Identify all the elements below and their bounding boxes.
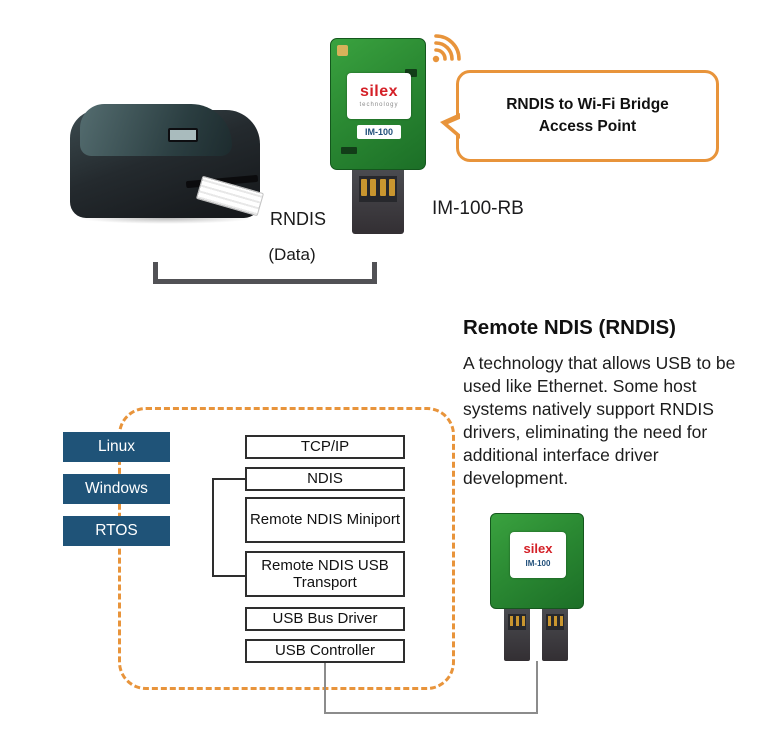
wifi-signal-icon: [428, 24, 472, 68]
usb-connector-left: [504, 609, 530, 661]
connection-label-data: (Data): [268, 245, 316, 264]
layer-box-usb-controller: USB Controller: [245, 639, 405, 663]
usb-pin: [521, 616, 525, 626]
cable-segment-horizontal: [324, 712, 538, 714]
usb-pin: [553, 616, 557, 626]
ndis-usb-transport-bracket: [212, 478, 245, 577]
label-printer-illustration: [70, 102, 265, 224]
cable-segment-vertical-right: [536, 661, 538, 714]
usb-wifi-adapter-dual-illustration: silex IM-100: [490, 513, 584, 663]
layer-box-tcp-ip: TCP/IP: [245, 435, 405, 459]
module-caption: IM-100-RB: [432, 198, 524, 219]
connection-bracket: [153, 262, 377, 284]
layer-box-remote-ndis-miniport: Remote NDIS Miniport: [245, 497, 405, 543]
silex-logo-sticker: silex technology: [347, 73, 411, 119]
silex-brand-text: silex: [359, 83, 399, 100]
layer-box-ndis: NDIS: [245, 467, 405, 491]
usb-pin: [379, 179, 386, 196]
layer-box-remote-ndis-usb-transport: Remote NDIS USB Transport: [245, 551, 405, 597]
info-body-text: A technology that allows USB to be used …: [463, 353, 736, 488]
usb-contacts: [508, 614, 526, 630]
bubble-text-line1: RNDIS to Wi-Fi Bridge: [506, 96, 669, 114]
usb-pin: [547, 616, 551, 626]
chip: [405, 69, 417, 77]
antenna-pad: [337, 45, 348, 56]
silex-logo-sticker: silex IM-100: [510, 532, 566, 578]
os-box-rtos: RTOS: [63, 516, 170, 546]
silex-brand-text: silex: [523, 541, 553, 556]
usb-pin: [389, 179, 396, 196]
module-model-text: IM-100: [525, 559, 551, 568]
chip: [341, 147, 357, 154]
layer-box-usb-bus-driver: USB Bus Driver: [245, 607, 405, 631]
usb-pin: [509, 616, 513, 626]
usb-connector: [352, 170, 404, 234]
connection-label-rndis: RNDIS: [269, 209, 326, 229]
usb-pin: [559, 616, 563, 626]
printer-display: [168, 128, 198, 142]
silex-brand-tagline: technology: [359, 102, 399, 108]
cable-segment-vertical-left: [324, 663, 326, 714]
pcb-board: silex IM-100: [490, 513, 584, 609]
info-heading: Remote NDIS (RNDIS): [463, 316, 676, 339]
pcb-board: silex technology IM-100: [330, 38, 426, 170]
usb-pin: [370, 179, 377, 196]
speech-bubble: RNDIS to Wi-Fi Bridge Access Point: [440, 70, 719, 162]
usb-pin: [515, 616, 519, 626]
usb-contacts: [359, 176, 397, 202]
usb-pin: [360, 179, 367, 196]
bubble-text-line2: Access Point: [538, 118, 637, 135]
usb-connector-right: [542, 609, 568, 661]
usb-wifi-adapter-illustration: silex technology IM-100: [330, 38, 426, 234]
os-box-linux: Linux: [63, 432, 170, 462]
usb-contacts: [546, 614, 564, 630]
printer-top-cover: [80, 104, 232, 156]
dashed-boundary: [118, 407, 455, 690]
bubble-tail-fill: [448, 118, 462, 136]
os-box-windows: Windows: [63, 474, 170, 504]
module-model-text: IM-100: [357, 125, 401, 139]
